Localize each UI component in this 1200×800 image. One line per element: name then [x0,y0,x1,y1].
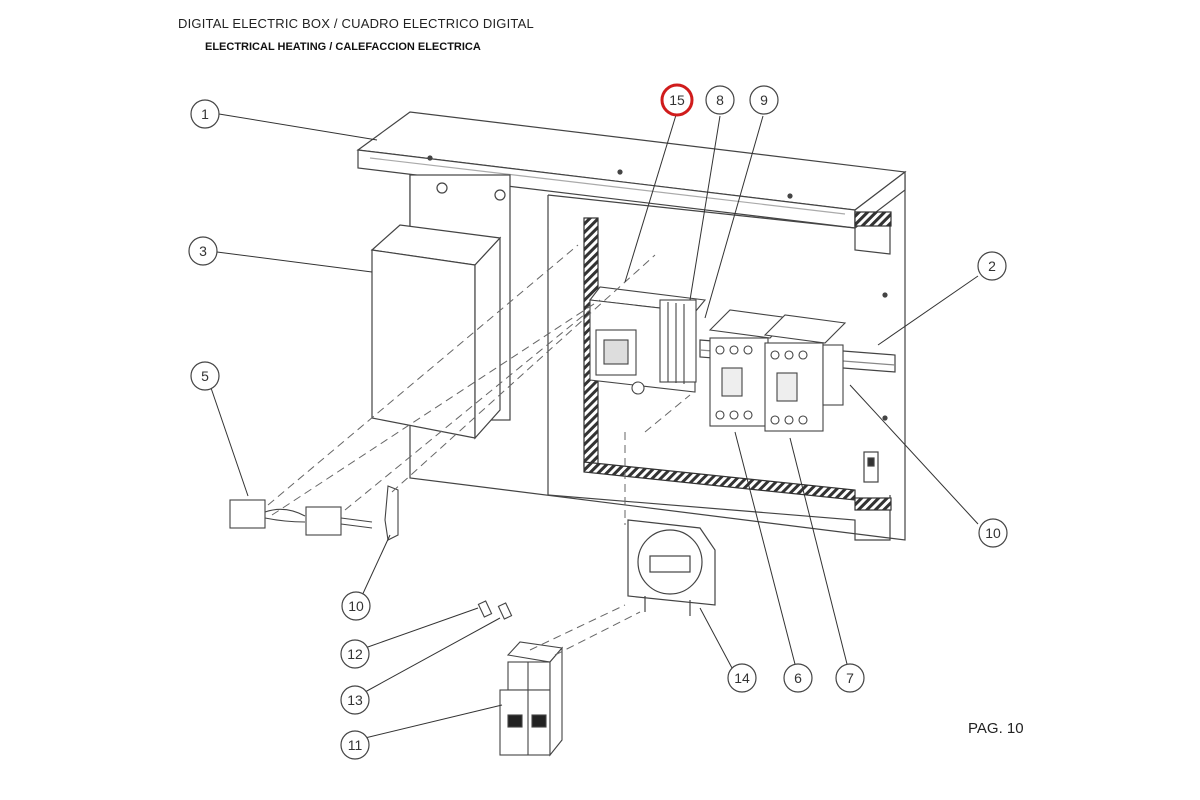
control-board [588,286,707,395]
svg-text:10: 10 [985,525,1001,541]
callout-10-top: 10 [978,518,1008,548]
callout-10-bottom: 10 [341,591,371,621]
diagram-title: DIGITAL ELECTRIC BOX / CUADRO ELECTRICO … [178,16,534,31]
callout-2: 2 [977,251,1007,281]
svg-text:8: 8 [716,92,724,108]
fuses [477,600,513,620]
svg-text:15: 15 [669,92,685,108]
callouts: 1 2 3 5 6 7 8 9 [188,83,1008,760]
callout-8: 8 [705,85,735,115]
transformer-box [370,224,502,440]
callout-11: 11 [340,730,370,760]
callout-13: 13 [340,685,370,715]
svg-text:11: 11 [348,737,363,753]
fuse-holder [499,641,564,757]
contactors [708,309,847,432]
callout-5: 5 [190,361,220,391]
svg-text:2: 2 [988,258,996,274]
svg-text:14: 14 [734,670,750,686]
callout-1: 1 [190,99,220,129]
thermostat-unit [627,519,716,616]
callout-3: 3 [188,236,218,266]
callout-9: 9 [749,85,779,115]
callout-6: 6 [783,663,813,693]
svg-text:3: 3 [199,243,207,259]
svg-text:5: 5 [201,368,209,384]
cable-connectors [229,485,399,541]
callout-14: 14 [727,663,757,693]
svg-text:13: 13 [347,692,363,708]
leader-lines [209,113,979,739]
page-number: PAG. 10 [968,720,1024,737]
svg-text:10: 10 [348,598,364,614]
svg-text:1: 1 [201,106,209,122]
svg-text:9: 9 [760,92,768,108]
svg-text:7: 7 [846,670,854,686]
svg-text:6: 6 [794,670,802,686]
svg-text:12: 12 [347,646,363,662]
assembly-guide-lines [267,244,691,656]
diagram-subtitle: ELECTRICAL HEATING / CALEFACCION ELECTRI… [205,41,481,53]
callout-7: 7 [835,663,865,693]
callout-12: 12 [340,639,370,669]
callout-15-highlighted: 15 [660,83,694,117]
